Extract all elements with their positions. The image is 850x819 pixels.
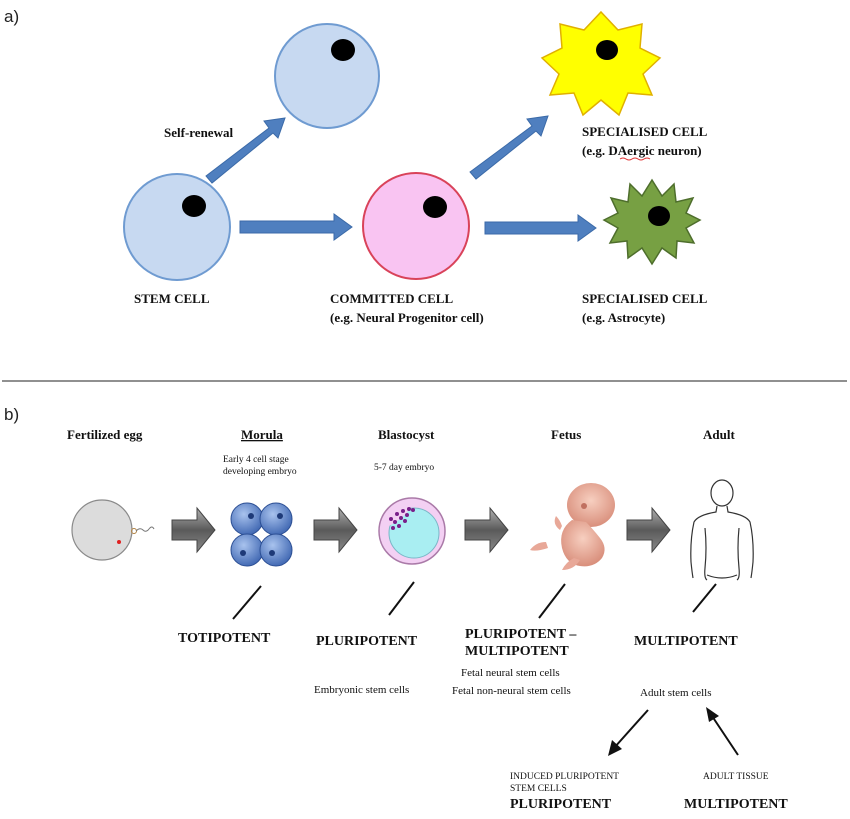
specialised-cell-2-example: (e.g. Astrocyte) [582, 310, 665, 325]
note-fetal-non-neural: Fetal non-neural stem cells [452, 685, 571, 697]
potency-multipotent: MULTIPOTENT [634, 634, 738, 649]
blastocyst-note: 5-7 day embryo [374, 463, 434, 473]
gray-arrow-1 [171, 506, 216, 554]
arrow-stem-to-committed [239, 213, 353, 241]
stem-cell [123, 173, 231, 281]
potency-fetus-line1: PLURIPOTENT – [465, 627, 577, 642]
astrocyte-cell [602, 178, 702, 266]
ipsc-potency: PLURIPOTENT [510, 797, 612, 812]
committed-cell-example: (e.g. Neural Progenitor cell) [330, 310, 484, 325]
note-ipsc-line1: INDUCED PLURIPOTENT [510, 772, 619, 782]
self-renewal-label: Self-renewal [164, 125, 233, 140]
arrow-committed-to-neuron [469, 115, 549, 180]
pointer-lines [232, 581, 717, 620]
panel-b-label: b) [4, 405, 19, 424]
gray-arrow-2 [313, 506, 358, 554]
self-renewal-cell [274, 23, 380, 129]
adult-tissue-potency: MULTIPOTENT [684, 797, 788, 812]
morula-note-1: Early 4 cell stage [223, 455, 289, 465]
potency-fetus-line2: MULTIPOTENT [465, 644, 569, 659]
stem-cell-label: STEM CELL [134, 291, 210, 306]
note-embryonic: Embryonic stem cells [314, 684, 409, 696]
fetus-image [530, 483, 615, 570]
potency-totipotent: TOTIPOTENT [178, 631, 271, 646]
stage-morula: Morula [241, 427, 283, 442]
gray-arrow-4 [626, 506, 671, 554]
spellcheck-underline [619, 157, 651, 161]
arrow-self-renewal [205, 117, 286, 184]
specialised-cell-2-label: SPECIALISED CELL [582, 291, 708, 306]
morula-note-2: developing embryo [223, 467, 297, 477]
gray-arrow-3 [464, 506, 509, 554]
blastocyst-image [378, 497, 446, 565]
committed-cell [362, 172, 470, 280]
specialised-cell-1-label: SPECIALISED CELL [582, 124, 708, 139]
note-adult-stem-cells: Adult stem cells [640, 687, 712, 699]
arrow-committed-to-astrocyte [484, 214, 597, 242]
note-fetal-neural: Fetal neural stem cells [461, 667, 560, 679]
stage-blastocyst: Blastocyst [378, 427, 435, 442]
committed-cell-label: COMMITTED CELL [330, 291, 453, 306]
stage-fertilized-egg: Fertilized egg [67, 427, 143, 442]
stage-adult: Adult [703, 427, 735, 442]
morula-image [230, 502, 293, 567]
adult-human-outline [690, 479, 754, 581]
arrow-from-adult-tissue [706, 707, 739, 756]
note-ipsc-line2: STEM CELLS [510, 784, 567, 794]
potency-pluripotent: PLURIPOTENT [316, 634, 418, 649]
specialised-cell-1-example: (e.g. DAergic neuron) [582, 143, 702, 158]
stage-fetus: Fetus [551, 427, 581, 442]
panel-a-label: a) [4, 7, 19, 26]
fertilized-egg-image [71, 499, 155, 561]
arrow-to-ipsc [608, 709, 649, 756]
note-adult-tissue: ADULT TISSUE [703, 772, 769, 782]
dopaminergic-neuron-cell [540, 10, 662, 117]
